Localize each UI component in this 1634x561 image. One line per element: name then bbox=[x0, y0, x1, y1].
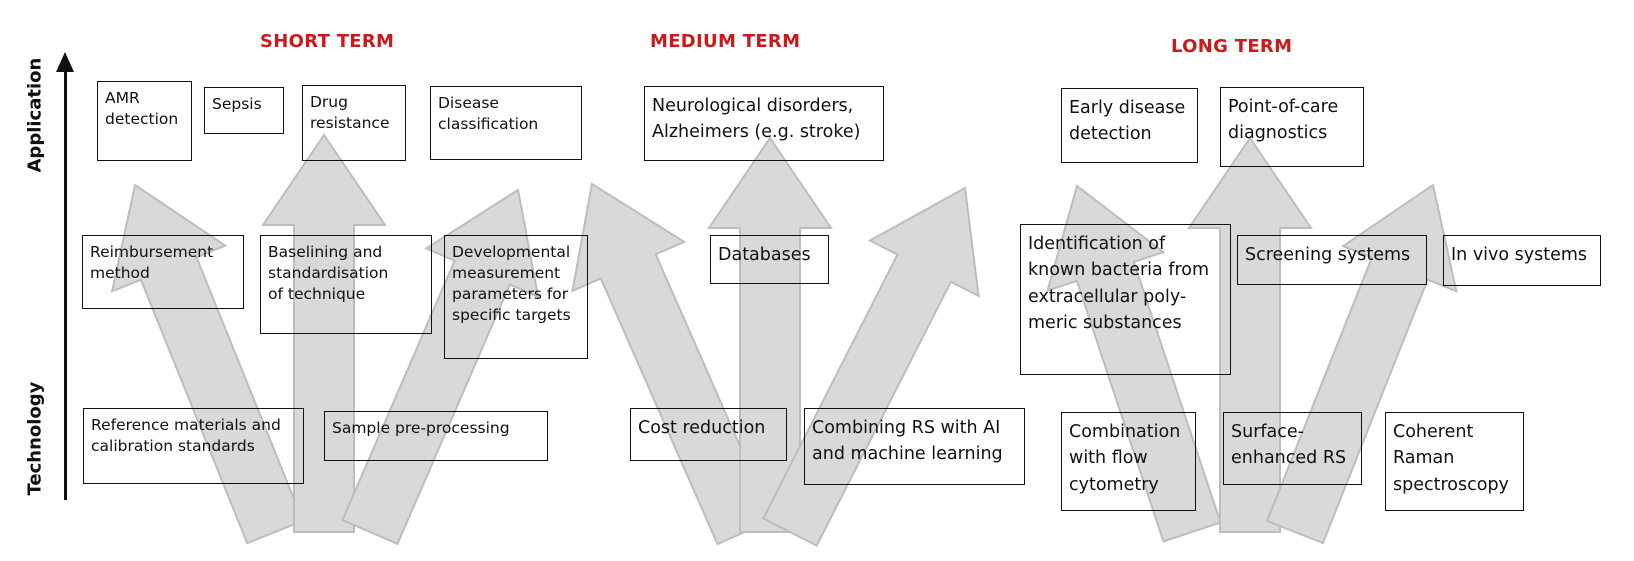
arrow-long-right bbox=[1265, 183, 1458, 545]
box-sepsis: Sepsis bbox=[204, 87, 284, 134]
box-sample-preprocessing: Sample pre-processing bbox=[324, 411, 548, 461]
box-amr-detection: AMR detection bbox=[97, 81, 192, 161]
box-combining-rs-ai: Combining RS with AI and machine learnin… bbox=[804, 408, 1025, 485]
box-developmental-parameters: Developmental measurement parameters for… bbox=[444, 235, 588, 359]
box-flow-cytometry: Combination with flow cytometry bbox=[1061, 412, 1196, 511]
box-screening-systems: Screening systems bbox=[1237, 235, 1427, 285]
box-reference-materials: Reference materials and calibration stan… bbox=[83, 408, 304, 484]
arrow-short-left bbox=[110, 183, 305, 545]
box-coherent-raman: Coherent Raman spectroscopy bbox=[1385, 412, 1524, 511]
box-reimbursement-method: Reimbursement method bbox=[82, 235, 244, 309]
arrow-medium-left bbox=[571, 182, 774, 546]
box-surface-enhanced-rs: Surface- enhanced RS bbox=[1223, 412, 1362, 485]
arrow-medium-middle bbox=[707, 136, 833, 533]
heading-medium-term: MEDIUM TERM bbox=[650, 31, 801, 52]
heading-long-term: LONG TERM bbox=[1171, 36, 1293, 57]
arrow-medium-right bbox=[761, 186, 980, 547]
box-point-of-care: Point-of-care diagnostics bbox=[1220, 87, 1364, 167]
axis-line bbox=[64, 68, 67, 500]
axis-label-application: Application bbox=[24, 57, 46, 173]
axis-arrowhead-icon bbox=[56, 52, 74, 72]
arrow-long-middle bbox=[1187, 136, 1313, 533]
box-in-vivo-systems: In vivo systems bbox=[1443, 235, 1601, 286]
box-cost-reduction: Cost reduction bbox=[630, 408, 787, 461]
heading-short-term: SHORT TERM bbox=[260, 31, 395, 52]
arrow-short-right bbox=[341, 188, 540, 546]
box-neurological-disorders: Neurological disorders, Alzheimers (e.g.… bbox=[644, 86, 884, 161]
box-drug-resistance: Drug resistance bbox=[302, 85, 406, 161]
axis-label-technology: Technology bbox=[24, 381, 46, 496]
box-databases: Databases bbox=[710, 235, 829, 284]
box-baselining: Baselining and standardisation of techni… bbox=[260, 235, 432, 334]
box-early-disease-detection: Early disease detection bbox=[1061, 88, 1198, 163]
box-disease-classification: Disease classification bbox=[430, 86, 582, 160]
box-identification-bacteria: Identification of known bacteria from ex… bbox=[1020, 224, 1231, 375]
arrow-long-left bbox=[1046, 184, 1222, 543]
